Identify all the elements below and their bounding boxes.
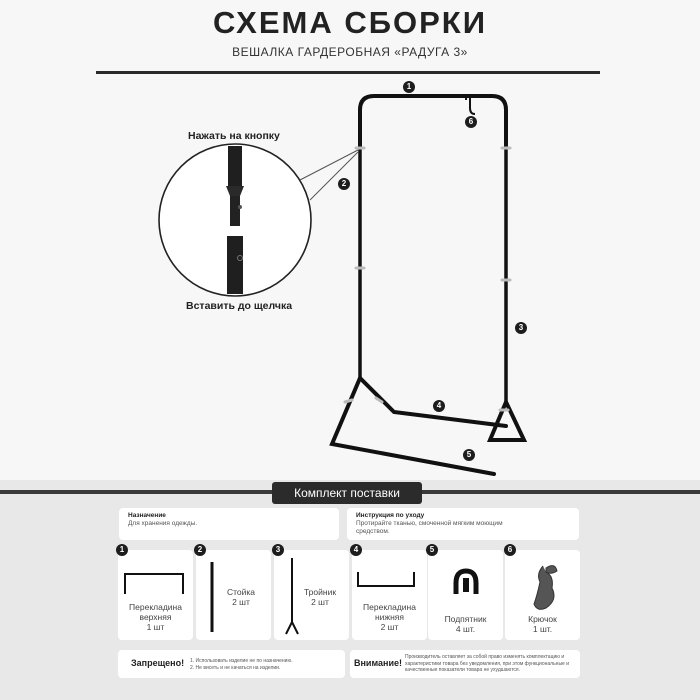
item-badge-5: 5 [426,544,438,556]
tee-part [285,558,299,635]
item-badge-3: 3 [272,544,284,556]
item-badge-4: 4 [350,544,362,556]
bottom-bar-part [357,572,415,587]
item-label-6: Крючок 1 шт. [528,614,557,634]
forbidden-line-2: 2. Не висеть и не качаться на изделии. [190,665,281,671]
item-badge-1: 1 [116,544,128,556]
card-tee [274,550,349,640]
rack-frame [329,94,528,476]
marker-4: 4 [433,400,445,412]
top-bar-part [124,573,184,594]
joint-detail [158,143,359,297]
kit-heading: Комплект поставки [272,482,422,504]
marker-6: 6 [465,116,477,128]
care-box: Инструкция по уходу Протирайте тканью, с… [347,508,579,540]
item-label-5: Подпятник 4 шт. [444,614,487,634]
assembly-diagram [158,94,528,476]
card-upright [196,550,271,640]
foot-part [453,568,479,594]
card-foot [428,550,503,640]
item-badge-6: 6 [504,544,516,556]
attention-title: Внимание! [354,658,402,668]
attention-text: Производитель оставляет за собой право и… [405,654,570,673]
card-bottom-bar [352,550,427,640]
purpose-text: Для хранения одежды. [128,520,198,527]
insert-until-click-label: Вставить до щелчка [186,300,293,312]
press-button-label: Нажать на кнопку [188,130,280,142]
marker-2: 2 [338,178,350,190]
title-divider [96,71,600,74]
forbidden-line-1: 1. Использовать изделие не по назначению… [190,658,293,664]
hook-part [533,565,558,610]
forbidden-box: Запрещено! 1. Использовать изделие не по… [118,650,345,678]
marker-5: 5 [463,449,475,461]
hook-drawing [465,94,476,115]
card-top-bar [118,550,193,640]
marker-1: 1 [403,81,415,93]
marker-3: 3 [515,322,527,334]
forbidden-title: Запрещено! [131,658,185,668]
purpose-box: Назначение Для хранения одежды. [119,508,339,540]
item-label-2: Стойка 2 шт [226,587,256,607]
page-title: СХЕМА СБОРКИ [212,5,488,40]
page-subtitle: ВЕШАЛКА ГАРДЕРОБНАЯ «РАДУГА 3» [232,45,468,59]
item-label-1: Перекладина верхняя 1 шт [129,602,182,632]
care-title: Инструкция по уходу [356,512,425,519]
item-label-4: Перекладина нижняя 2 шт [363,602,416,632]
item-badge-2: 2 [194,544,206,556]
purpose-title: Назначение [128,512,166,519]
care-text: Протирайте тканью, смоченной мягким моющ… [356,520,503,535]
attention-box: Внимание! Производитель оставляет за соб… [350,650,580,678]
item-label-3: Тройник 2 шт [303,587,337,607]
